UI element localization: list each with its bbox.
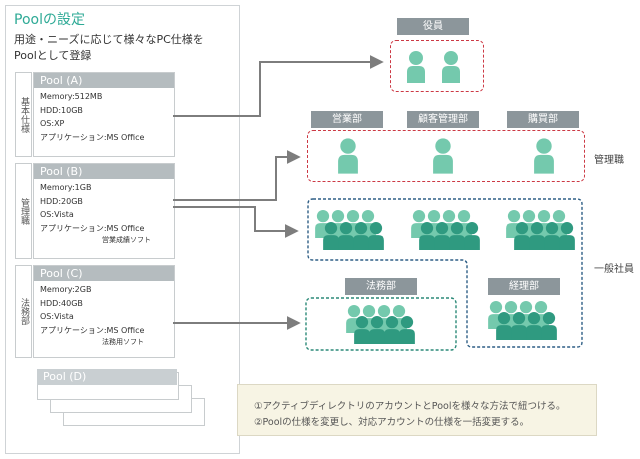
general-staff-group-label: 一般社員 — [594, 264, 634, 275]
pool-c-card[interactable]: Pool (C) Memory:2GB HDD:40GB OS:Vista アプ… — [33, 265, 175, 358]
pool-b-name: Pool (B) — [34, 164, 174, 179]
dept-label-purchasing: 購買部 — [507, 111, 579, 128]
note-1: ①アクティブディレクトリのアカウントとPoolを様々な方法で紐つける。 — [254, 401, 566, 412]
pool-a-os: OS:XP — [40, 119, 65, 128]
connector-pool-b-to-managers — [173, 150, 301, 201]
pool-b-card[interactable]: Pool (B) Memory:1GB HDD:20GB OS:Vista アプ… — [33, 163, 175, 259]
person-icon — [338, 138, 358, 174]
pool-c-side-label: 法務部 — [15, 265, 32, 358]
note-2: ②Poolの仕様を変更し、対応アカウントの仕様を一括変更する。 — [254, 417, 530, 428]
pool-b-note: 営業成績ソフト — [102, 236, 151, 244]
pool-c-app: アプリケーション:MS Office — [40, 325, 145, 335]
pool-a-name: Pool (A) — [34, 73, 174, 88]
pool-c-os: OS:Vista — [40, 312, 74, 321]
person-icon — [442, 51, 460, 83]
pool-a-card[interactable]: Pool (A) Memory:512MB HDD:10GB OS:XP アプリ… — [33, 72, 175, 157]
pool-c-note: 法務用ソフト — [102, 338, 144, 346]
pool-a-app: アプリケーション:MS Office — [40, 132, 145, 142]
dept-label-legal: 法務部 — [345, 278, 417, 295]
panel-title: Poolの設定 — [14, 12, 85, 28]
person-icon — [407, 51, 425, 83]
staff-crowd-3 — [506, 210, 575, 250]
pool-b-side-label: 管理職 — [15, 163, 32, 259]
managers-group-label: 管理職 — [594, 155, 624, 166]
pool-b-os: OS:Vista — [40, 210, 74, 219]
dept-label-accounting: 経理部 — [488, 278, 560, 295]
dept-label-executives: 役員 — [397, 18, 469, 35]
panel-description: 用途・ニーズに応じて様々なPC仕様を Poolとして登録 — [14, 33, 204, 62]
pool-d-name: Pool (D) — [37, 369, 177, 385]
legal-crowd — [346, 305, 415, 344]
legal-group — [305, 297, 457, 351]
staff-crowd-2 — [411, 210, 480, 250]
connector-pool-a-to-general-staff — [173, 206, 299, 238]
pool-a-memory: Memory:512MB — [40, 92, 103, 101]
general-staff-group — [307, 198, 583, 348]
person-icon — [534, 138, 554, 174]
pool-a-side-label: 基本仕様 — [15, 72, 32, 157]
pool-b-hdd: HDD:20GB — [40, 196, 83, 206]
notes-box: ①アクティブディレクトリのアカウントとPoolを様々な方法で紐つける。 ②Poo… — [237, 384, 597, 436]
executives-group — [390, 40, 484, 92]
pool-b-memory: Memory:1GB — [40, 183, 92, 192]
pool-c-name: Pool (C) — [34, 266, 174, 281]
pool-c-hdd: HDD:40GB — [40, 298, 83, 308]
pool-c-memory: Memory:2GB — [40, 285, 92, 294]
accounting-crowd — [488, 301, 557, 340]
dept-label-customer-management: 顧客管理部 — [407, 111, 479, 128]
dept-label-sales: 営業部 — [311, 111, 383, 128]
person-icon — [433, 138, 453, 174]
staff-crowd-1 — [315, 210, 384, 250]
connector-pool-a-to-executives — [173, 55, 384, 117]
pool-b-app: アプリケーション:MS Office — [40, 223, 145, 233]
managers-group — [307, 130, 585, 182]
pool-a-hdd: HDD:10GB — [40, 105, 83, 115]
